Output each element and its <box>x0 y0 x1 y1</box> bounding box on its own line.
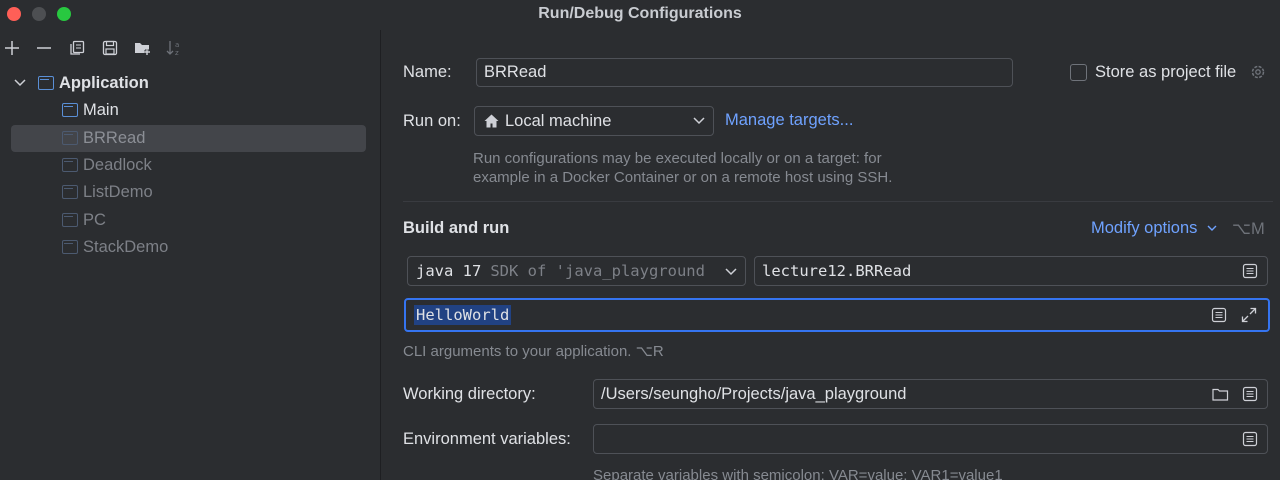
tree-item-label: BRRead <box>83 128 146 147</box>
new-folder-icon[interactable] <box>131 36 155 60</box>
close-window-button[interactable] <box>7 7 21 21</box>
copy-icon[interactable] <box>65 36 89 60</box>
tree-item-label: Main <box>83 100 119 119</box>
browse-list-icon[interactable] <box>1241 385 1259 403</box>
store-as-project-file-label: Store as project file <box>1095 63 1237 81</box>
program-arguments-hint: CLI arguments to your application. ⌥R <box>403 343 664 360</box>
chevron-down-icon <box>725 268 737 276</box>
application-icon <box>38 76 54 90</box>
tree-item-deadlock[interactable]: Deadlock <box>62 152 152 178</box>
run-on-label: Run on: <box>403 112 461 130</box>
modify-options-link[interactable]: Modify options <box>1091 219 1217 238</box>
program-arguments-field[interactable]: HelloWorld <box>404 298 1270 332</box>
temporary-config-icon <box>62 185 78 199</box>
temporary-config-icon <box>62 213 78 227</box>
working-directory-label: Working directory: <box>403 385 536 403</box>
add-icon[interactable] <box>0 36 24 60</box>
expand-icon[interactable] <box>1240 306 1258 324</box>
svg-text:z: z <box>175 49 179 56</box>
chevron-down-icon <box>1207 225 1217 232</box>
jdk-version: java 17 <box>416 262 482 280</box>
build-and-run-title: Build and run <box>403 219 510 237</box>
section-divider <box>403 201 1273 202</box>
run-on-hint-line-1: Run configurations may be executed local… <box>473 150 882 167</box>
tree-item-stackdemo[interactable]: StackDemo <box>62 234 168 260</box>
environment-variables-hint: Separate variables with semicolon: VAR=v… <box>593 467 1003 480</box>
remove-icon[interactable] <box>32 36 56 60</box>
tree-node-application[interactable]: Application <box>14 70 149 96</box>
main-class-field[interactable]: lecture12.BRRead <box>754 256 1268 286</box>
title-bar: Run/Debug Configurations <box>0 0 1280 30</box>
home-icon <box>484 114 499 128</box>
application-config-icon <box>62 103 78 117</box>
tree-item-pc[interactable]: PC <box>62 207 106 233</box>
modify-options-label: Modify options <box>1091 219 1198 237</box>
tree-item-brread[interactable]: BRRead <box>62 125 145 151</box>
selected-row-highlight <box>11 125 366 152</box>
tree-item-main[interactable]: Main <box>62 97 119 123</box>
program-arguments-value: HelloWorld <box>414 305 512 325</box>
run-on-hint-line-2: example in a Docker Container or on a re… <box>473 169 893 186</box>
chevron-down-icon <box>693 117 705 125</box>
tree-item-label: StackDemo <box>83 237 169 256</box>
name-field[interactable]: BRRead <box>476 58 1013 87</box>
tree-item-label: PC <box>83 210 106 229</box>
environment-variables-field[interactable] <box>593 424 1268 454</box>
save-icon[interactable] <box>98 36 122 60</box>
name-label: Name: <box>403 63 452 81</box>
main-class-value: lecture12.BRRead <box>762 262 912 280</box>
name-value: BRRead <box>484 63 547 81</box>
tree-item-label: ListDemo <box>83 182 153 201</box>
temporary-config-icon <box>62 158 78 172</box>
jdk-selector[interactable]: java 17 SDK of 'java_playground <box>407 256 746 286</box>
jdk-detail: SDK of 'java_playground <box>490 262 705 280</box>
gear-icon[interactable] <box>1249 63 1267 81</box>
browse-list-icon[interactable] <box>1241 430 1259 448</box>
window-title: Run/Debug Configurations <box>538 5 742 22</box>
browse-list-icon[interactable] <box>1241 262 1259 280</box>
minimize-window-button[interactable] <box>32 7 46 21</box>
tree-item-listdemo[interactable]: ListDemo <box>62 179 153 205</box>
run-on-value: Local machine <box>505 111 612 130</box>
tree-node-label: Application <box>59 73 149 92</box>
run-on-dropdown[interactable]: Local machine <box>474 106 714 136</box>
store-as-project-file-checkbox[interactable] <box>1070 64 1087 81</box>
tree-item-label: Deadlock <box>83 155 152 174</box>
svg-text:a: a <box>175 41 179 49</box>
modify-options-shortcut: ⌥M <box>1232 220 1265 238</box>
environment-variables-label: Environment variables: <box>403 430 571 448</box>
maximize-window-button[interactable] <box>57 7 71 21</box>
temporary-config-icon <box>62 240 78 254</box>
manage-targets-link[interactable]: Manage targets... <box>725 111 854 129</box>
chevron-down-icon[interactable] <box>14 79 28 87</box>
browse-list-icon[interactable] <box>1210 306 1228 324</box>
configuration-form: Name: BRRead Store as project file Run o… <box>382 30 1280 480</box>
temporary-config-icon <box>62 131 78 145</box>
working-directory-field[interactable]: /Users/seungho/Projects/java_playground <box>593 379 1268 409</box>
folder-icon[interactable] <box>1211 385 1229 403</box>
working-directory-value: /Users/seungho/Projects/java_playground <box>601 384 907 403</box>
